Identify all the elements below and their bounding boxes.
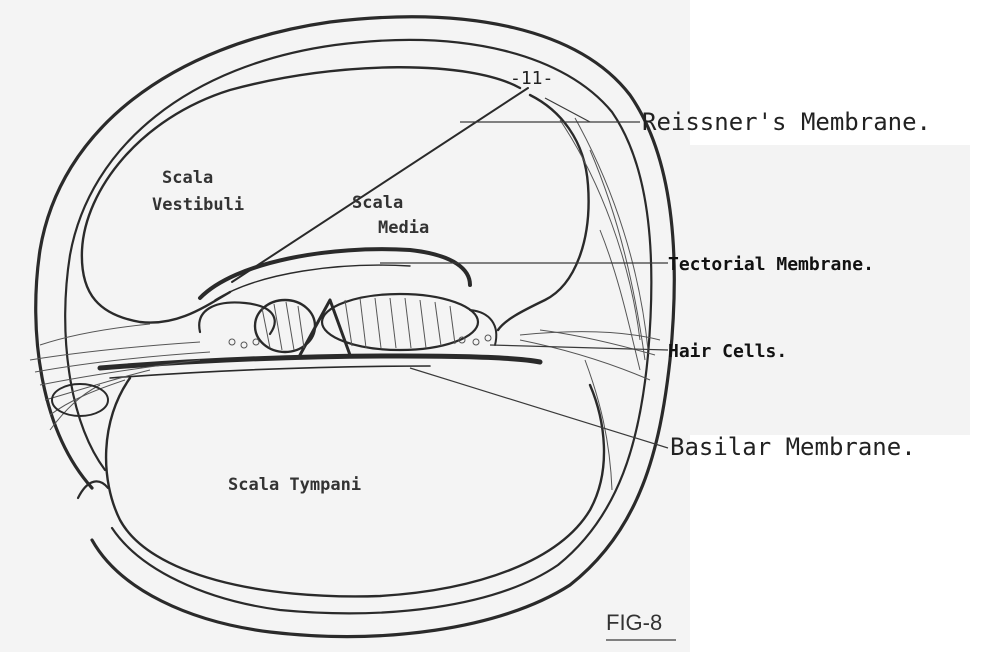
scan-background — [0, 0, 690, 652]
label-hair-cells: Hair Cells. — [668, 341, 787, 362]
page-number: -11- — [510, 68, 553, 89]
region-label-scala-media-1: Scala — [352, 193, 403, 213]
label-reissners-membrane: Reissner's Membrane. — [642, 108, 931, 136]
scan-background-strip — [690, 145, 970, 435]
label-basilar-membrane: Basilar Membrane. — [670, 433, 916, 461]
label-tectorial-membrane: Tectorial Membrane. — [668, 254, 874, 275]
figure-label: FIG-8 — [606, 610, 662, 635]
region-label-scala-tympani: Scala Tympani — [228, 475, 361, 495]
region-label-scala-vestibuli-1: Scala — [162, 168, 213, 188]
region-label-scala-media-2: Media — [378, 218, 429, 238]
region-label-scala-vestibuli-2: Vestibuli — [152, 195, 244, 215]
